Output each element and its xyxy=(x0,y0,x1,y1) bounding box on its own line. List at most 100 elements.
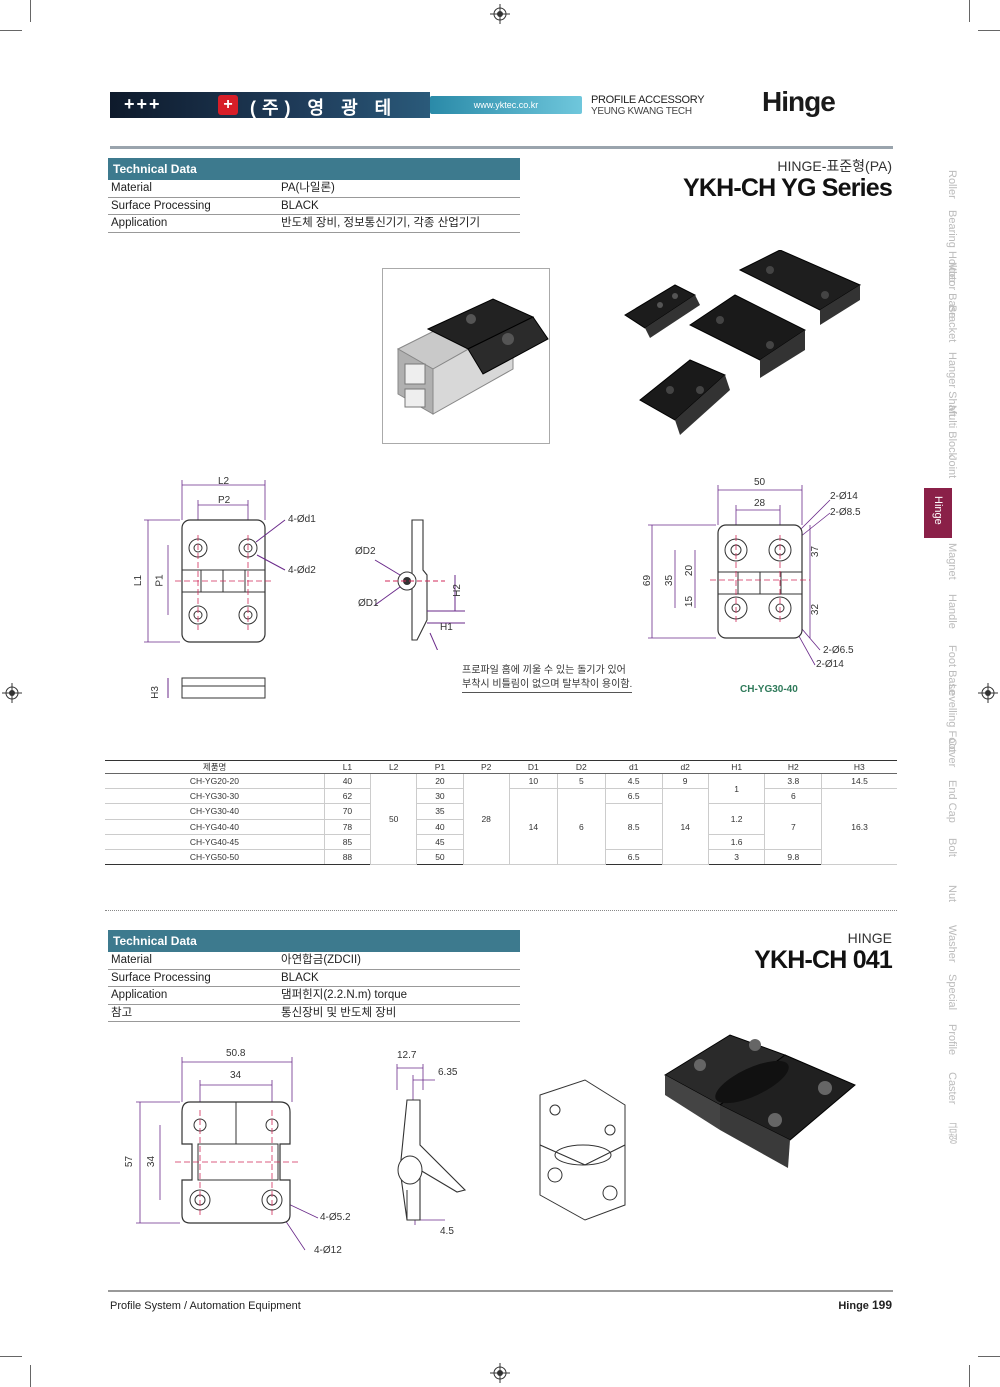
header-bar: +++ + (주) 영 광 테 크 www.yktec.co.kr xyxy=(110,92,582,144)
tech-key: Application xyxy=(111,217,168,229)
page-title: Hinge xyxy=(762,86,836,117)
drawing-ch-yg30-40 xyxy=(648,485,831,666)
table-cell: CH-YG30-30 xyxy=(105,788,325,805)
feature-note: 프로파일 홈에 끼울 수 있는 돌기가 있어 부착시 비틀림이 없으며 탈부착이… xyxy=(462,664,633,693)
col-header: D2 xyxy=(557,760,606,774)
registration-mark-icon xyxy=(978,683,998,703)
feature-note-line1: 프로파일 홈에 끼울 수 있는 돌기가 있어 xyxy=(462,665,626,676)
footer-page: Hinge 199 xyxy=(838,1298,892,1312)
hinge-041-photo xyxy=(664,1034,856,1168)
table-cell: 10 xyxy=(508,773,558,790)
table-cell: 1.2 xyxy=(707,803,765,835)
company-logo-icon: + xyxy=(218,95,238,115)
dim-4-12: 4-Ø12 xyxy=(314,1245,342,1256)
side-tab-motor-base[interactable]: Motor Base xyxy=(946,262,958,319)
side-tab-handle[interactable]: Handle xyxy=(946,594,958,629)
crop-mark xyxy=(978,30,1000,31)
dim-34-width: 34 xyxy=(230,1070,242,1081)
table-cell: 20 xyxy=(416,773,464,790)
dim-label-h3: H3 xyxy=(149,686,161,699)
spec-header-row: 제품명 L1 L2 P1 P2 D1 D2 d1 d2 H1 H2 H3 xyxy=(105,760,897,774)
col-header: L1 xyxy=(324,760,371,774)
side-tab-end-cap[interactable]: End Cap xyxy=(946,780,958,823)
dim-2-65: 2-Ø6.5 xyxy=(823,645,854,656)
side-tab-hinge-active[interactable]: Hinge xyxy=(924,488,952,538)
hinge-bottom-image xyxy=(639,359,730,435)
col-header: H2 xyxy=(764,760,822,774)
table-cell: 1.6 xyxy=(707,834,765,850)
header-banner: +++ + (주) 영 광 테 크 xyxy=(110,92,430,144)
side-tab-bracket[interactable]: Bracket xyxy=(946,305,958,343)
table-cell: 16.3 xyxy=(821,788,897,866)
crop-mark xyxy=(969,1365,970,1387)
drawing-side-view xyxy=(374,519,465,650)
side-tab-foot-base[interactable]: Foot Base xyxy=(946,645,958,696)
col-header: L2 xyxy=(370,760,417,774)
table-cell: 1 xyxy=(707,773,765,805)
table-cell: 5 xyxy=(556,773,606,790)
side-tab-multi-block[interactable]: Multi Block xyxy=(946,405,958,459)
tech-data-heading: Technical Data xyxy=(108,158,520,180)
table-cell: 78 xyxy=(323,819,371,835)
table-cell: 45 xyxy=(416,834,464,850)
side-tab-washer[interactable]: Washer xyxy=(946,925,958,963)
series-subtitle: HINGE-표준형(PA) xyxy=(777,158,892,174)
side-tab-mold[interactable]: 금형 xyxy=(946,1122,958,1144)
col-header: 제품명 xyxy=(105,760,325,774)
side-tab-joint[interactable]: Joint xyxy=(946,455,958,479)
drawing-041-isometric xyxy=(539,1079,626,1221)
table-cell: CH-YG40-45 xyxy=(105,834,325,850)
table-cell: 88 xyxy=(323,849,371,866)
dim-32: 32 xyxy=(810,603,822,616)
side-tab-bolt[interactable]: Bolt xyxy=(946,838,958,857)
side-tab-roller[interactable]: Roller xyxy=(946,170,958,199)
header-subtitle-2: YEUNG KWANG TECH xyxy=(591,106,692,117)
crop-mark xyxy=(0,30,22,31)
side-tab-nut[interactable]: Nut xyxy=(946,885,958,903)
crop-mark xyxy=(969,0,970,22)
tech-key: Material xyxy=(111,954,152,966)
table-cell: 50 xyxy=(370,773,417,866)
dim-label-p1: P1 xyxy=(154,574,166,587)
tech-value: BLACK xyxy=(281,971,319,984)
dim-2-85: 2-Ø8.5 xyxy=(830,507,861,518)
dim-2-14-top: 2-Ø14 xyxy=(830,491,858,502)
tech-value: 댐퍼힌지(2.2.N.m) torque xyxy=(281,989,408,1001)
table-cell: 6 xyxy=(764,788,822,805)
col-header: P2 xyxy=(463,760,510,774)
col-header: d1 xyxy=(605,760,663,774)
table-row: CH-YG40-40 78 40 xyxy=(105,819,897,835)
page-number: 199 xyxy=(871,1298,892,1312)
side-tab-cover[interactable]: Cover xyxy=(946,738,958,768)
side-tab-magnet[interactable]: Magnet xyxy=(946,543,958,580)
dim-50: 50 xyxy=(754,477,766,488)
dim-35: 35 xyxy=(664,574,676,587)
side-tab-special[interactable]: Special xyxy=(946,974,958,1011)
side-tab-profile[interactable]: Profile xyxy=(946,1024,958,1056)
tech-value: 통신장비 및 반도체 장비 xyxy=(281,1006,397,1019)
company-name: (주) 영 광 테 크 xyxy=(250,98,398,144)
section-divider xyxy=(105,910,897,911)
series-subtitle-2: HINGE xyxy=(847,930,892,946)
table-cell: 9.8 xyxy=(764,849,822,866)
side-tab-caster[interactable]: Caster xyxy=(946,1072,958,1105)
website-link[interactable]: www.yktec.co.kr xyxy=(430,96,582,114)
series-title: YKH-CH YG Series xyxy=(682,174,893,202)
dim-57: 57 xyxy=(124,1155,136,1168)
feature-note-line2: 부착시 비틀림이 없으며 탈부착이 용이함. xyxy=(462,678,633,693)
side-tab-hanger-shaft[interactable]: Hanger Shaft xyxy=(946,352,958,417)
crop-mark xyxy=(0,1356,22,1357)
crop-mark xyxy=(978,1356,1000,1357)
side-tab-levelling-foot[interactable]: Levelling Foot xyxy=(946,684,958,753)
col-header: D1 xyxy=(509,760,558,774)
table-cell: 70 xyxy=(323,803,371,820)
tech-key: Application xyxy=(111,989,168,1001)
side-tab-bearing-holder[interactable]: Bearing Holder xyxy=(946,210,958,284)
table-cell: 28 xyxy=(462,773,510,866)
dim-50-8: 50.8 xyxy=(226,1048,246,1059)
